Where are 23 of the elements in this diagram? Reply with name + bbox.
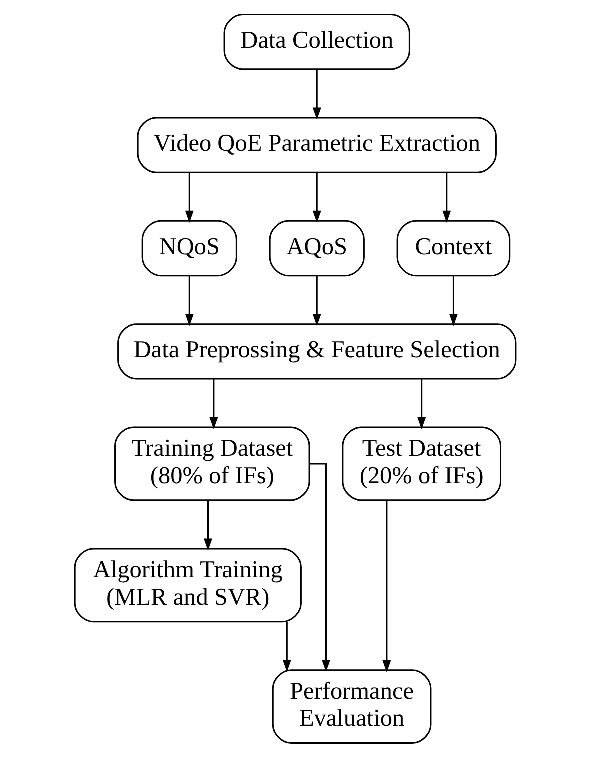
- node-box: Context: [396, 220, 510, 277]
- arrow: [312, 172, 321, 224]
- arrow: [209, 379, 218, 430]
- arrow: [382, 500, 391, 673]
- node-box: Algorithm Training (MLR and SVR): [74, 548, 302, 623]
- node-box: AQoS: [268, 220, 364, 277]
- node-box: Training Dataset (80% of IFs): [114, 426, 310, 502]
- arrow: [184, 276, 194, 326]
- node-box: Data Collection: [223, 14, 410, 70]
- node-box: Data Preprossing & Feature Selection: [117, 324, 516, 380]
- node-box: Video QoE Parametric Extraction: [136, 117, 496, 174]
- arrow: [312, 276, 321, 326]
- arrow: [184, 172, 194, 224]
- node-box: Test Dataset (20% of IFs): [342, 426, 502, 502]
- arrow: [448, 276, 458, 326]
- arrow: [309, 463, 330, 672]
- node-box: Performance Evaluation: [272, 670, 432, 744]
- node-box: NQoS: [141, 220, 237, 277]
- arrow: [282, 622, 291, 672]
- arrow: [312, 70, 321, 120]
- arrow: [417, 379, 426, 430]
- arrow: [203, 500, 212, 551]
- arrow: [442, 172, 451, 224]
